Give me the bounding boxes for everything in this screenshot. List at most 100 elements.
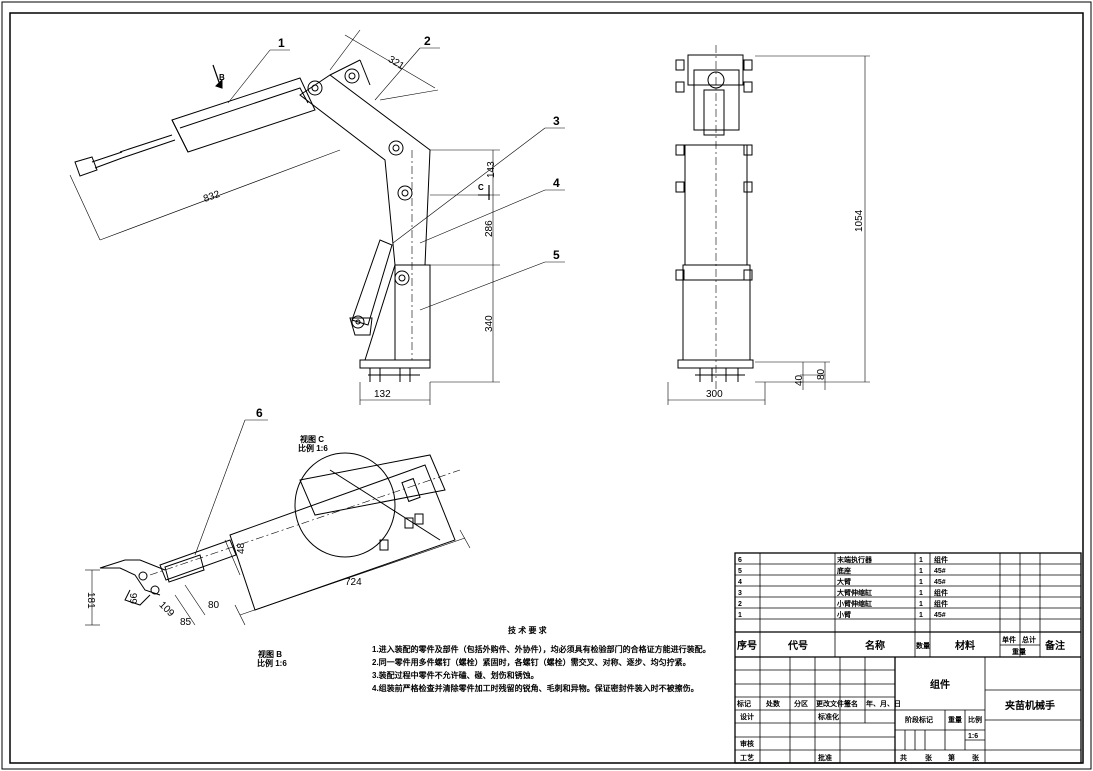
- view-c-base-circle: [294, 452, 396, 558]
- dim-321: 321: [386, 54, 406, 72]
- dim-48: 48: [236, 542, 247, 554]
- view-b-arrow-label: B: [219, 73, 225, 82]
- front-view-dimensions: [667, 55, 870, 405]
- dim-132: 132: [374, 389, 391, 400]
- bom-material: 组件: [934, 555, 948, 564]
- tb-sheet-no: 第: [948, 753, 955, 762]
- bom-material: 45#: [934, 612, 946, 619]
- dim-1054: 1054: [854, 209, 865, 232]
- tb-standard: 标准化: [817, 712, 839, 721]
- tb-approve: 批准: [818, 753, 832, 762]
- bom-name: 大臂伸缩缸: [837, 588, 872, 597]
- tech-req-1: 1.进入装配的零件及部件（包括外购件、外协件），均必须具有检验部门的合格证方能进…: [372, 644, 711, 654]
- tb-sheets-total: 共: [900, 753, 907, 762]
- bom-row: 1 小臂 1 45#: [738, 610, 946, 619]
- bom-material: 45#: [934, 579, 946, 586]
- tech-req-3: 3.装配过程中零件不允许磕、碰、划伤和锈蚀。: [372, 670, 539, 680]
- tb-sign: 签名: [843, 699, 858, 708]
- bom-header-qty: 数量: [916, 641, 930, 650]
- view-c: [85, 419, 471, 626]
- tb-drawing-name: 夹苗机械手: [1005, 699, 1055, 712]
- tb-zone: 分区: [794, 699, 808, 708]
- side-view: [69, 29, 565, 405]
- bom-name: 底座: [837, 566, 851, 575]
- bolt-heads: [307, 68, 413, 329]
- bom-no: 5: [738, 568, 742, 575]
- bom-header-code: 代号: [787, 639, 808, 652]
- bom-material: 组件: [934, 588, 948, 597]
- bom-header-total: 总计: [1022, 635, 1036, 644]
- title-block-grid: [735, 657, 1081, 763]
- tb-design: 设计: [740, 712, 754, 721]
- bom-qty: 1: [919, 590, 923, 597]
- dim-40: 40: [794, 374, 805, 386]
- front-base-column: [682, 264, 751, 361]
- bom-row: 6 末端执行器 1 组件: [738, 555, 948, 564]
- tb-stage: 阶段标记: [905, 715, 933, 724]
- dim-85: 85: [180, 617, 192, 628]
- bom-no: 3: [738, 590, 742, 597]
- bom-no: 4: [738, 579, 742, 586]
- dim-143: 143: [486, 161, 497, 178]
- dim-724: 724: [345, 577, 362, 588]
- bom-qty: 1: [919, 579, 923, 586]
- bom-header: 序号 代号 名称 数量 材料 单件 总计 重量 备注: [737, 635, 1065, 656]
- big-arm: [299, 74, 431, 266]
- bom-no: 6: [738, 557, 742, 564]
- tb-weight: 重量: [948, 715, 962, 724]
- technical-requirements: 技 术 要 求 1.进入装配的零件及部件（包括外购件、外协件），均必须具有检验部…: [372, 625, 711, 693]
- bom-material: 45#: [934, 568, 946, 575]
- dim-80: 80: [816, 368, 827, 380]
- balloon-5: 5: [553, 248, 560, 262]
- tb-docno: 更改文件号: [816, 699, 851, 708]
- bom-header-weight: 重量: [1012, 647, 1026, 656]
- tb-process: 工艺: [740, 753, 754, 762]
- bom-row: 4 大臂 1 45#: [738, 577, 946, 586]
- tb-date: 年、月、日: [866, 699, 901, 708]
- title-block-texts: 标记 处数 分区 更改文件号 签名 年、月、日 设计 标准化 审核 工艺 批准 …: [736, 678, 1055, 762]
- bom-header-remark: 备注: [1044, 639, 1065, 652]
- balloon-4: 4: [553, 176, 560, 190]
- bom-row: 2 小臂伸缩缸 1 组件: [738, 599, 948, 608]
- tb-scale-label: 比例: [968, 715, 982, 724]
- bom-header-no: 序号: [737, 639, 757, 652]
- dim-181: 181: [85, 592, 96, 609]
- balloon-2: 2: [424, 34, 431, 48]
- dim-109: 109: [157, 600, 177, 620]
- front-base-plate: [677, 359, 754, 369]
- tech-req-2: 2.同一零件用多件螺钉（螺栓）紧固时，各螺钉（螺栓）需交叉、对称、逐步、均匀拧紧…: [372, 657, 691, 667]
- bom-header-name: 名称: [865, 639, 885, 652]
- dim-832: 832: [202, 189, 222, 205]
- bom-table: [734, 552, 1082, 764]
- front-bolts: [675, 59, 753, 281]
- side-view-leaders: [227, 47, 565, 311]
- base-column: [364, 264, 431, 361]
- gripper-stub: [74, 156, 98, 177]
- bom-qty: 1: [919, 601, 923, 608]
- bom-material: 组件: [934, 599, 948, 608]
- view-c-arrow-label: C: [478, 183, 484, 192]
- view-c-rod: [159, 539, 237, 581]
- dim-286: 286: [484, 220, 495, 237]
- tb-scale: 1:6: [968, 733, 978, 740]
- view-b-scale: 比例 1:6: [257, 658, 287, 668]
- view-c-title: 视图 C: [300, 434, 324, 444]
- bom-row: 3 大臂伸缩缸 1 组件: [738, 588, 948, 597]
- bom-qty: 1: [919, 568, 923, 575]
- bom-no: 2: [738, 601, 742, 608]
- front-view: [667, 45, 870, 405]
- view-b-title: 视图 B: [258, 649, 282, 659]
- bom-name: 小臂: [836, 610, 851, 619]
- dim-80b: 80: [208, 600, 220, 611]
- tb-assembly: 组件: [930, 678, 950, 691]
- small-arm: [171, 77, 316, 153]
- bom-name: 末端执行器: [837, 555, 873, 564]
- tb-sheet-unit: 张: [972, 753, 980, 762]
- dim-300: 300: [706, 389, 723, 400]
- bom-qty: 1: [919, 557, 923, 564]
- bom-name: 大臂: [837, 577, 851, 586]
- dim-66: 66: [129, 592, 140, 604]
- view-c-gripper: [99, 559, 166, 606]
- side-view-dimensions: [69, 29, 500, 405]
